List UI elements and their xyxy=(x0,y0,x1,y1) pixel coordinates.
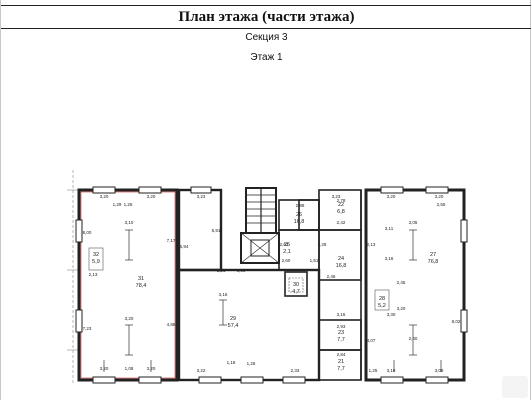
dimension-label: 1,25 xyxy=(369,368,378,373)
room-area: 5,9 xyxy=(92,259,100,265)
room-area: 4,7 xyxy=(292,289,300,295)
dimension-label: 2,78 xyxy=(337,198,346,203)
dimension-label: 5,94 xyxy=(180,244,189,249)
dimension-label: 1,51 xyxy=(310,258,319,263)
dimension-label: 3,23 xyxy=(197,194,206,199)
room-number: 28 xyxy=(379,296,385,302)
dimension-label: 1,18 xyxy=(227,360,236,365)
interior-details xyxy=(88,247,390,311)
dimension-label: 7,17 xyxy=(167,238,176,243)
dimension-label: 8,02 xyxy=(452,319,461,324)
room-area: 6,8 xyxy=(337,209,345,215)
room-number: 31 xyxy=(138,276,144,282)
dimension-label: 2,60 xyxy=(282,258,291,263)
dimension-label: 2,28 xyxy=(318,242,327,247)
dimension-label: 3,23 xyxy=(332,194,341,199)
dimension-label: 3,10 xyxy=(125,220,134,225)
dimension-label: 2,63 xyxy=(280,242,289,247)
dimension-label: 3,20 xyxy=(397,306,406,311)
room-area: 7,7 xyxy=(337,366,345,372)
dimension-label: 1,08 xyxy=(125,366,134,371)
dimension-label: 7,23 xyxy=(83,326,92,331)
dimension-label: 2,55 xyxy=(437,202,446,207)
right-block-walls xyxy=(364,188,466,382)
dimension-label: 3,05 xyxy=(409,220,418,225)
central-rooms-walls xyxy=(278,189,362,381)
room-number: 22 xyxy=(338,202,344,208)
room-area: 76,8 xyxy=(428,259,439,265)
left-block-walls xyxy=(77,188,179,382)
dimension-label: 1,29 xyxy=(113,202,122,207)
dimension-label: 1,26 xyxy=(124,202,133,207)
room-area: 57,4 xyxy=(228,323,239,329)
corner-watermark xyxy=(502,376,528,398)
dimension-label: 2,45 xyxy=(397,280,406,285)
dimension-label: 8,00 xyxy=(83,230,92,235)
room-number: 32 xyxy=(93,252,99,258)
room-area: 16,8 xyxy=(294,219,305,225)
room-number: 30 xyxy=(293,282,299,288)
room-number: 29 xyxy=(230,316,236,322)
dimension-label: 2,33 xyxy=(291,368,300,373)
dimension-label: 3,20 xyxy=(125,316,134,321)
dimension-label: 2,13 xyxy=(89,272,98,277)
floor-plan-drawing: 32 5,9 31 78,4 29 57,4 26 16,8 25 2,1 22… xyxy=(67,170,468,385)
room-labels: 32 5,9 31 78,4 29 57,4 26 16,8 25 2,1 22… xyxy=(92,202,438,372)
dimension-label: 3,20 xyxy=(100,194,109,199)
dimension-label: 2,13 xyxy=(367,242,376,247)
dimension-label: 3,10 xyxy=(387,368,396,373)
room-number: 25 xyxy=(284,242,290,248)
document-title: План этажа (части этажа) xyxy=(1,5,531,29)
room-number: 23 xyxy=(338,330,344,336)
dimension-label: 2,40 xyxy=(409,336,418,341)
room-number: 21 xyxy=(338,359,344,365)
dimension-label: 3,21 xyxy=(217,268,226,273)
left-block-windows xyxy=(92,186,162,384)
dimension-label: 3,15 xyxy=(337,312,346,317)
dimension-label: 3,16 xyxy=(219,292,228,297)
dimension-label: 2,46 xyxy=(327,274,336,279)
dimension-label: 4,88 xyxy=(167,322,176,327)
dimension-label: 3,20 xyxy=(147,366,156,371)
dimension-labels: 3,20 3,20 3,23 3,20 3,20 3,23 1,26 1,29 … xyxy=(83,194,461,373)
room-number: 27 xyxy=(430,252,436,258)
dimension-label: 3,20 xyxy=(387,194,396,199)
dimension-label: 8,07 xyxy=(367,338,376,343)
floor-label: Этаж 1 xyxy=(250,52,283,63)
dimension-label: 3,20 xyxy=(435,194,444,199)
dimension-label: 3,16 xyxy=(385,256,394,261)
section-label: Секция 3 xyxy=(245,32,288,43)
dimension-label: 3,09 xyxy=(435,368,444,373)
dimension-label: 3,22 xyxy=(197,368,206,373)
dimension-label: 6,08 xyxy=(237,268,246,273)
dimension-label: 3,20 xyxy=(147,194,156,199)
stair-core xyxy=(240,187,280,264)
dimension-label: 3,11 xyxy=(385,226,394,231)
room-area: 2,1 xyxy=(283,249,291,255)
dimension-label: 2,42 xyxy=(337,220,346,225)
dimension-label: 3,20 xyxy=(100,366,109,371)
dimension-label: 3,30 xyxy=(387,312,396,317)
room-area: 16,8 xyxy=(336,263,347,269)
dimension-label: 5,91 xyxy=(212,228,221,233)
dimension-label: 2,93 xyxy=(337,324,346,329)
room-area: 78,4 xyxy=(136,283,147,289)
dimension-marks xyxy=(103,229,442,372)
right-block-windows xyxy=(75,186,468,384)
middle-block-windows xyxy=(190,186,306,384)
dimension-label: 2,84 xyxy=(337,352,346,357)
dimension-label: 2,88 xyxy=(296,203,305,208)
room-number: 26 xyxy=(296,212,302,218)
room-number: 24 xyxy=(338,256,344,262)
room-area: 7,7 xyxy=(337,337,345,343)
room-area: 5,2 xyxy=(378,303,386,309)
dimension-label: 1,25 xyxy=(247,361,256,366)
